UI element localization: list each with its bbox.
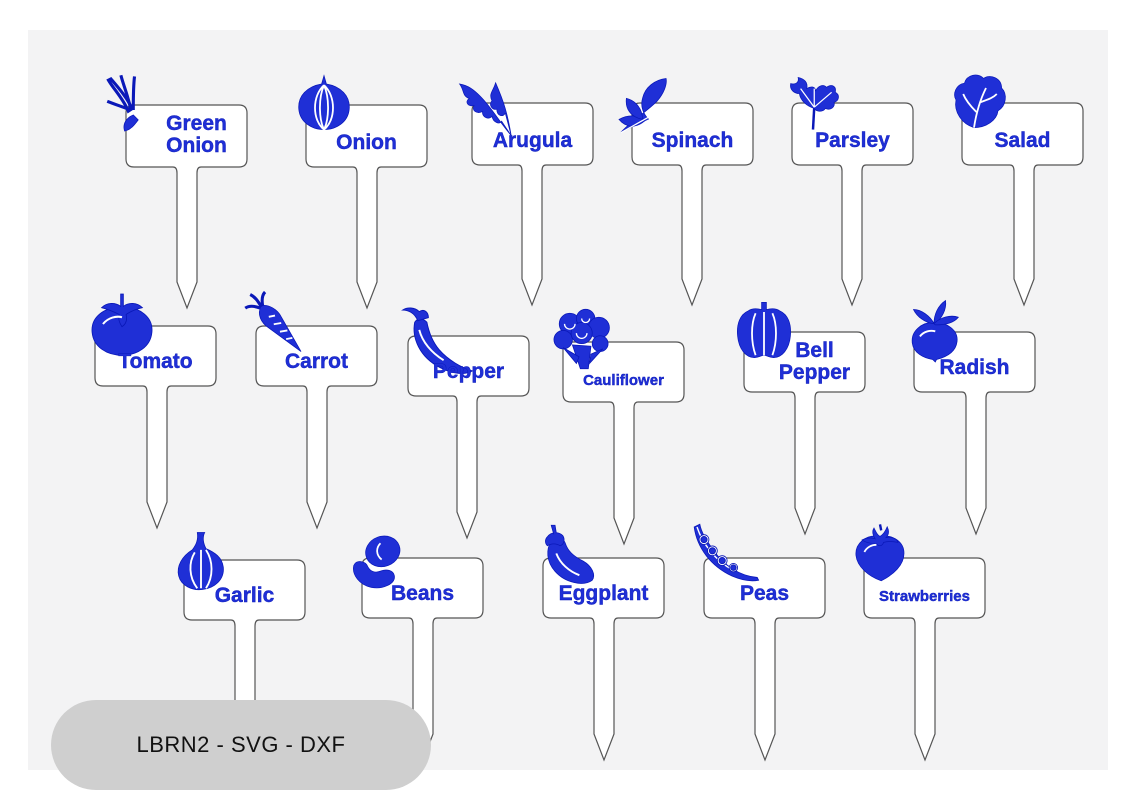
marker-label: Parsley — [815, 129, 890, 152]
marker-label: Radish — [939, 356, 1010, 379]
marker-label: Beans — [390, 582, 455, 605]
marker-stake-path — [743, 331, 866, 536]
file-format-text: LBRN2 - SVG - DXF — [136, 732, 346, 757]
marker-stake-path — [961, 102, 1084, 307]
marker-label: Cauliflower — [583, 372, 664, 389]
marker-stake-path — [407, 335, 530, 540]
marker-label: Bell Pepper — [778, 339, 851, 385]
green-onion-icon — [106, 74, 139, 132]
marker-stake-path — [703, 557, 826, 762]
carrot-icon — [244, 290, 302, 352]
marker-label: Strawberries — [879, 588, 970, 605]
arugula-icon — [458, 81, 512, 136]
marker-label: Onion — [336, 131, 397, 154]
marker-label: Pepper — [432, 360, 505, 383]
marker-stake-path — [631, 102, 754, 307]
marker-label: Tomato — [118, 350, 193, 373]
marker-stake-path — [305, 104, 428, 310]
spinach-icon — [618, 78, 667, 134]
eggplant-icon — [545, 524, 595, 584]
marker-stake-path — [791, 102, 914, 307]
marker-stake-path — [863, 557, 986, 762]
cauliflower-icon — [553, 308, 610, 370]
marker-label: Peas — [739, 582, 790, 605]
marker-stake-path — [471, 102, 594, 307]
marker-label: Arugula — [492, 129, 573, 152]
marker-stake-path — [94, 325, 217, 530]
file-format-badge: LBRN2 - SVG - DXF — [51, 700, 431, 790]
marker-label: Salad — [994, 129, 1051, 152]
radish-icon — [911, 299, 959, 363]
marker-stake-path — [125, 104, 248, 310]
marker-label: Eggplant — [558, 582, 649, 605]
marker-stake-path — [913, 331, 1036, 536]
marker-label: Carrot — [284, 350, 348, 373]
marker-stake-path — [562, 341, 685, 546]
garlic-icon — [177, 532, 224, 591]
marker-label: Green Onion — [166, 112, 227, 158]
peas-icon — [693, 523, 760, 582]
bell-pepper-icon — [737, 302, 791, 358]
parsley-icon — [790, 76, 839, 130]
marker-stake-path — [255, 325, 378, 530]
onion-icon — [298, 74, 350, 131]
salad-icon — [954, 74, 1006, 128]
tomato-icon — [91, 293, 153, 356]
chili-pepper-icon — [401, 307, 474, 374]
beans-icon — [353, 535, 401, 589]
strawberry-icon — [855, 524, 905, 582]
marker-label: Garlic — [214, 584, 275, 607]
marker-stake-path — [542, 557, 665, 762]
marker-label: Spinach — [651, 129, 734, 152]
